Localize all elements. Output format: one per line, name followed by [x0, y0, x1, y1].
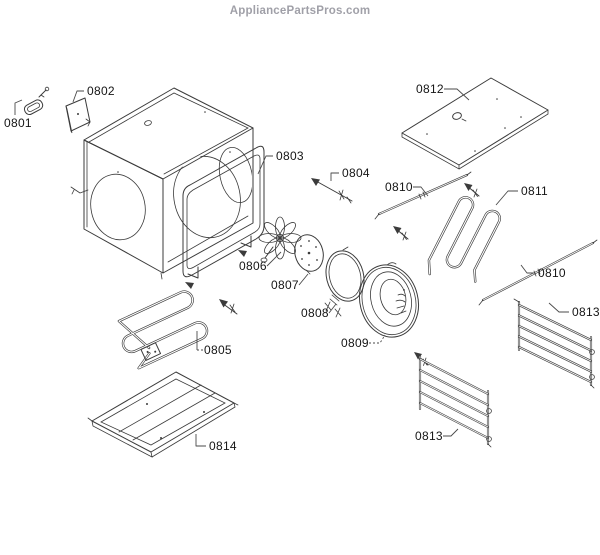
callout-leader-lines	[14, 88, 569, 447]
callout-0810-left: 0810	[385, 180, 413, 194]
part-0814-baking-tray	[87, 371, 239, 458]
part-0809-fan-cover	[359, 262, 429, 366]
part-0804-screw	[311, 178, 353, 204]
part-0802-cover-plate	[65, 97, 91, 134]
callout-0802: 0802	[87, 84, 115, 98]
part-oven-cavity	[70, 87, 254, 280]
callout-0811: 0811	[521, 184, 549, 198]
callout-0804: 0804	[342, 166, 370, 180]
part-0803-door-gasket	[182, 145, 265, 289]
callout-0809: 0809	[341, 336, 369, 350]
part-0813-rack-rail-right	[513, 298, 595, 389]
part-0807-fan-plate	[294, 234, 324, 275]
part-0813-rack-rail-left	[414, 352, 492, 448]
callout-0813-left: 0813	[415, 429, 443, 443]
part-0810-rod-right	[478, 239, 598, 306]
part-0811-broil-element	[393, 183, 501, 283]
callout-0803: 0803	[276, 149, 304, 163]
callout-0814: 0814	[209, 439, 237, 453]
callout-0807: 0807	[271, 278, 299, 292]
callout-0812: 0812	[416, 82, 444, 96]
part-0806-fan-blade	[258, 216, 302, 263]
callout-0805: 0805	[204, 343, 232, 357]
part-0812-cover-panel	[401, 77, 549, 170]
callout-0801: 0801	[4, 116, 32, 130]
callout-0808: 0808	[301, 306, 329, 320]
part-0801-lamp-assembly	[23, 86, 50, 116]
callout-0810-right: 0810	[538, 266, 566, 280]
part-0805-bake-element	[117, 290, 238, 370]
site-watermark: AppliancePartsPros.com	[229, 5, 371, 17]
callout-0806: 0806	[239, 259, 267, 273]
part-0810-rod-left	[374, 171, 472, 220]
callout-0813-right: 0813	[572, 305, 600, 319]
